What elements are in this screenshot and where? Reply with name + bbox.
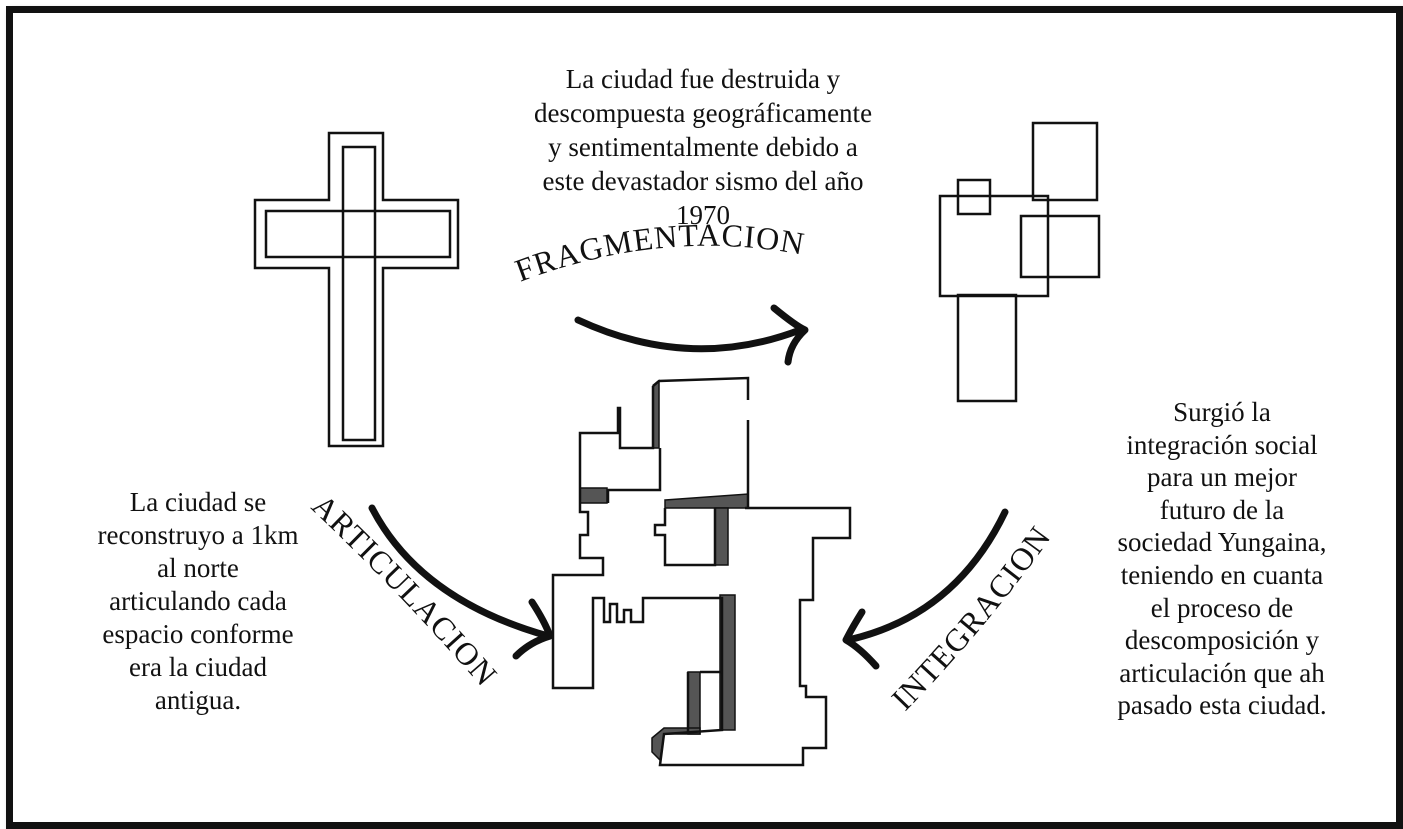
diagram-frame: [6, 6, 1403, 829]
articulation-description: La ciudad se reconstruyo a 1km al norte …: [97, 487, 299, 715]
fragmented-blocks: [938, 121, 1101, 403]
reconstructed-city-plan: [551, 376, 852, 767]
cross-shape: [253, 131, 460, 448]
integration-arrow: [842, 508, 1009, 670]
integration-description: Surgió la integración social para un mej…: [1117, 397, 1327, 721]
fragmentation-description: La ciudad fue destruida y descompuesta g…: [533, 64, 873, 230]
articulation-arrow: [368, 504, 554, 660]
fragmentation-arrow: [574, 304, 809, 366]
